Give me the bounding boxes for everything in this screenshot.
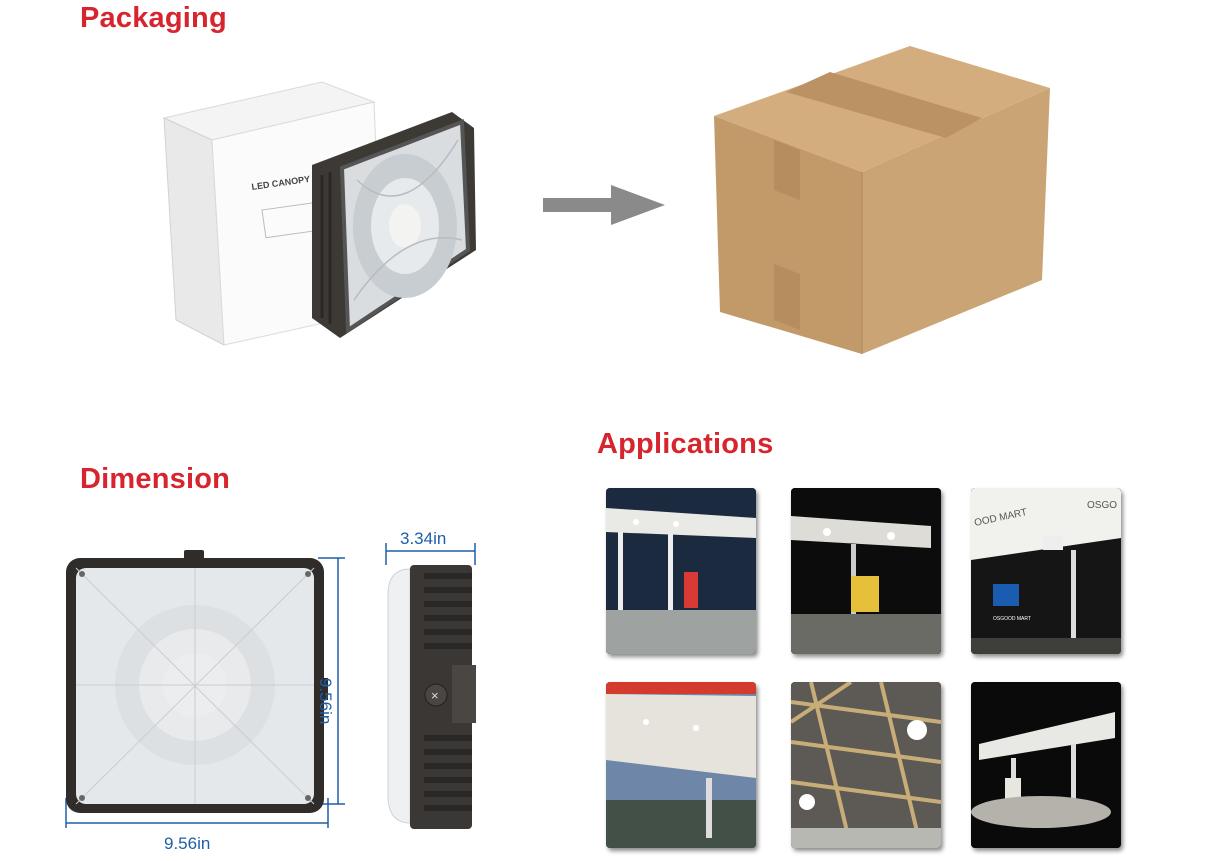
arrow-right-icon [543, 185, 665, 225]
applications-heading: Applications [597, 428, 774, 460]
fixture-side-view-image: × [385, 543, 476, 829]
application-photo-gas-station-night [791, 488, 941, 654]
svg-text:×: × [431, 688, 439, 703]
packaging-heading: Packaging [80, 2, 227, 34]
depth-dimension-label: 3.34in [400, 529, 447, 548]
height-dimension-label: 9.56in [316, 678, 335, 725]
dimension-heading: Dimension [80, 463, 231, 495]
width-dimension-label: 9.56in [164, 834, 211, 853]
application-photo-mart-canopy: OOD MART OSGO OSGOOD MART [971, 488, 1121, 654]
fixture-front-view-image [65, 550, 345, 828]
sign-text: OSGO [1087, 500, 1117, 511]
application-photo-canopy-ceiling [606, 682, 756, 848]
sign-text: OSGOOD MART [993, 616, 1031, 622]
application-photo-gas-station-dusk [606, 488, 756, 654]
retail-box-with-fixture-image: LED CANOPY L [162, 81, 476, 346]
shipping-carton-image [714, 46, 1050, 354]
application-photo-warehouse-truss [791, 682, 941, 848]
application-photo-gas-station-wide [971, 682, 1121, 848]
